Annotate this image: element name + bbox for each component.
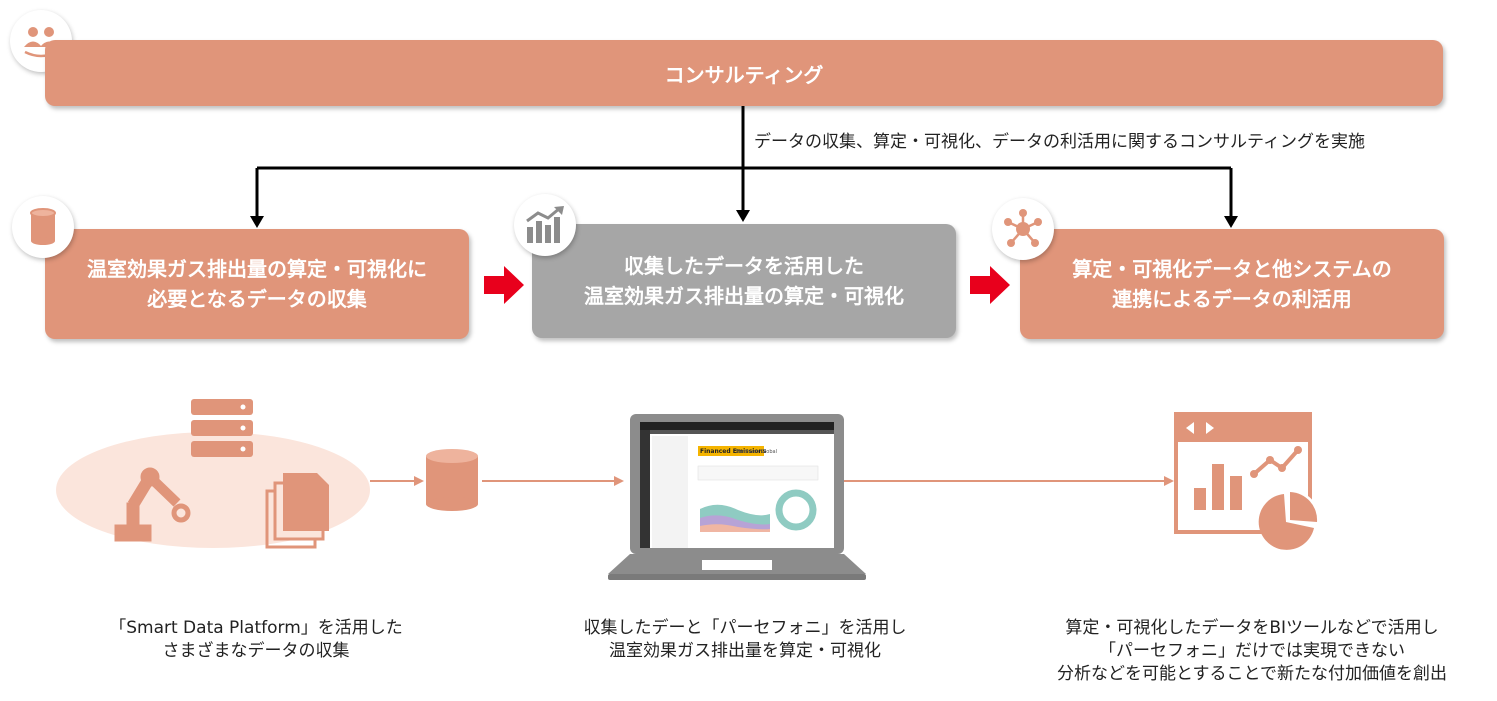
caption-utilization: 算定・可視化したデータをBIツールなどで活用し 「パーセフォニ」だけでは実現でき… bbox=[1057, 618, 1447, 684]
step-label-collection: 温室効果ガス排出量の算定・可視化に 必要となるデータの収集 bbox=[87, 257, 427, 311]
laptop-dashboard-illustration: Financed Emissions Pantheon Global bbox=[608, 414, 866, 580]
growth-chart-icon bbox=[514, 194, 576, 256]
consulting-title: コンサルティング bbox=[664, 62, 824, 87]
data-sources-illustration bbox=[56, 399, 370, 549]
step-box-utilization: 算定・可視化データと他システムの 連携によるデータの利活用 bbox=[1020, 229, 1444, 339]
bi-analytics-icon bbox=[1174, 412, 1320, 550]
step-box-collection: 温室効果ガス排出量の算定・可視化に 必要となるデータの収集 bbox=[45, 229, 469, 339]
data-store-cylinder-icon bbox=[426, 449, 478, 511]
network-hub-icon bbox=[992, 198, 1054, 260]
step-label-utilization: 算定・可視化データと他システムの 連携によるデータの利活用 bbox=[1072, 257, 1392, 311]
flow-arrow-right-icon bbox=[484, 266, 524, 304]
laptop-screen-title: Financed Emissions bbox=[700, 448, 767, 455]
laptop-screen-subtitle: Pantheon Global bbox=[736, 449, 777, 455]
database-icon bbox=[12, 196, 74, 258]
consulting-description: データの収集、算定・可視化、データの利活用に関するコンサルティングを実施 bbox=[754, 132, 1365, 152]
server-stack-icon bbox=[191, 399, 253, 457]
documents-icon bbox=[265, 473, 329, 549]
step-box-calculation: 収集したデータを活用した 温室効果ガス排出量の算定・可視化 bbox=[532, 224, 956, 338]
caption-calculation: 収集したデーと「パーセフォニ」を活用し 温室効果ガス排出量を算定・可視化 bbox=[583, 618, 907, 661]
flow-arrow-right-icon bbox=[970, 266, 1010, 304]
robot-arm-icon bbox=[114, 467, 191, 542]
caption-collection: 「Smart Data Platform」を活用した さまざまなデータの収集 bbox=[109, 618, 403, 661]
step-label-calculation: 収集したデータを活用した 温室効果ガス排出量の算定・可視化 bbox=[584, 254, 904, 308]
consulting-bar: コンサルティング bbox=[45, 40, 1443, 106]
